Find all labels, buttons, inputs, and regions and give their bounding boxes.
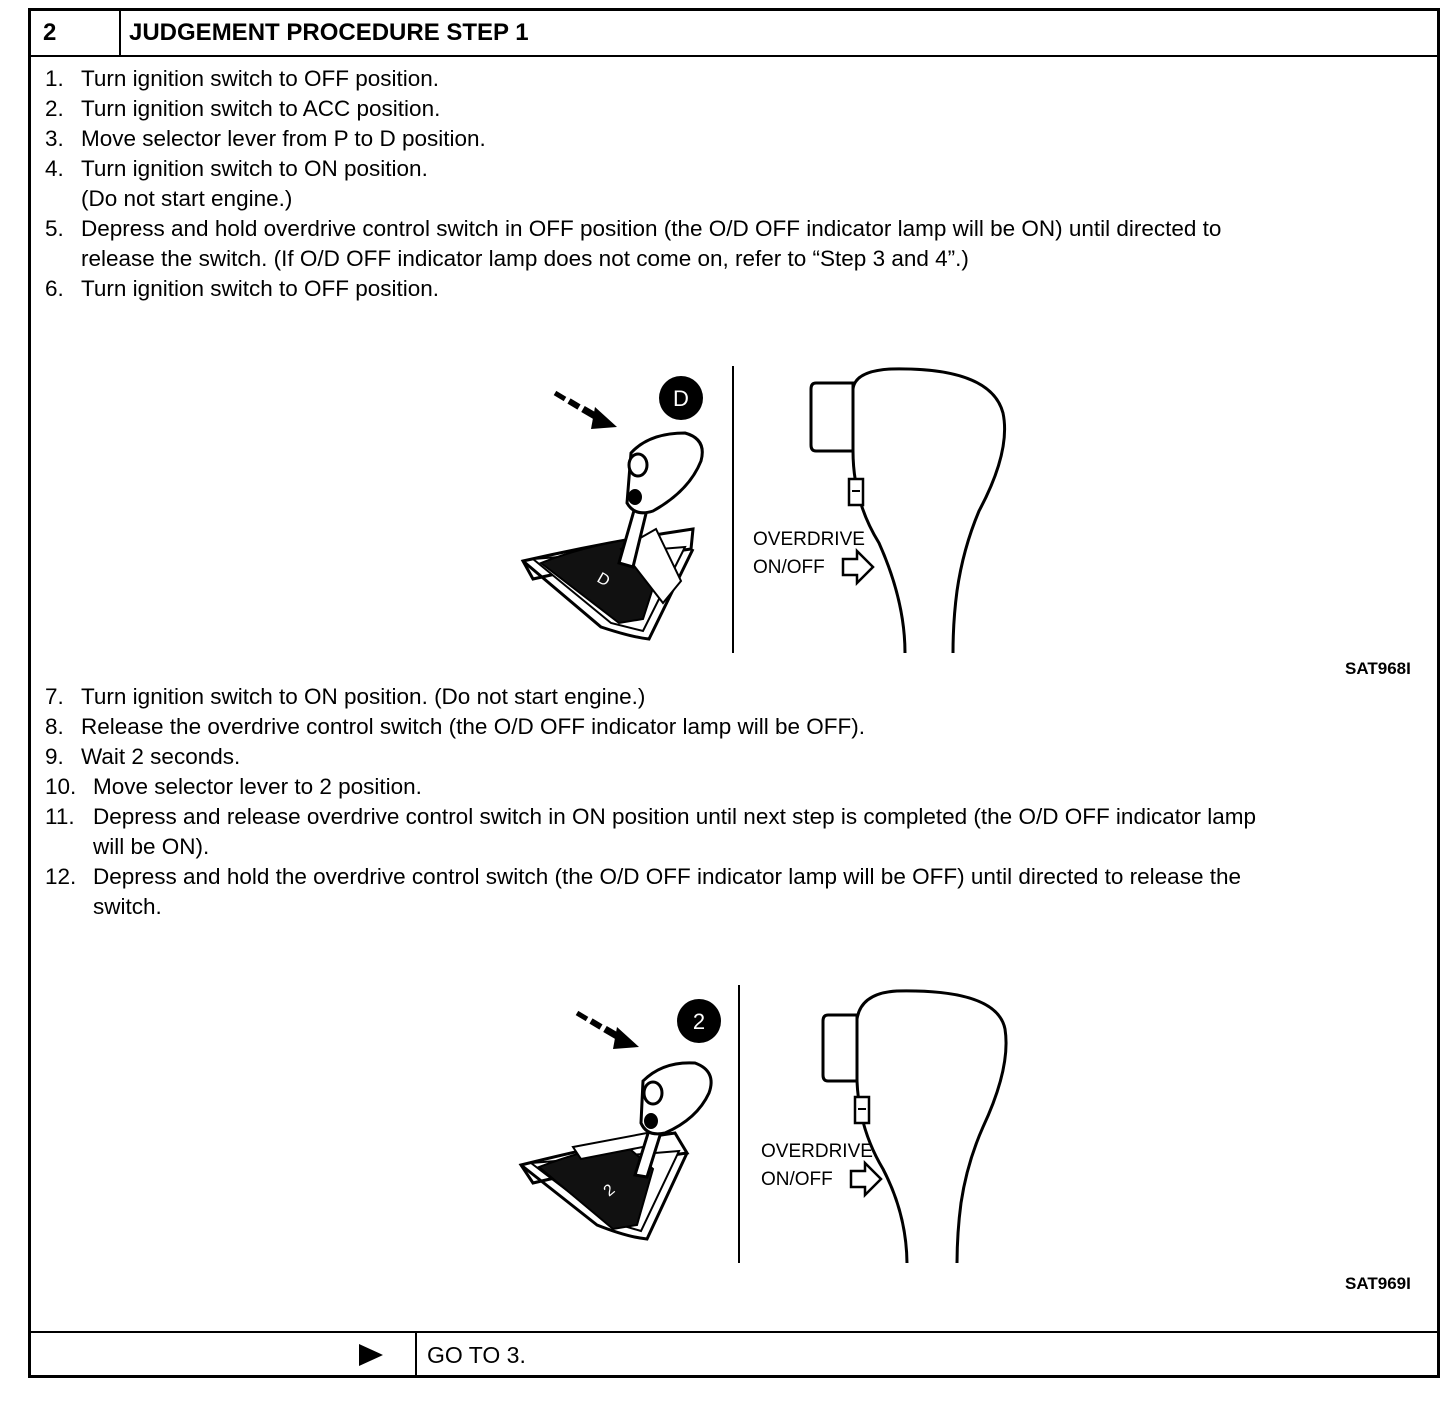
list-item: 9. Wait 2 seconds. bbox=[45, 742, 1425, 772]
step-text-continued: release the switch. (If O/D OFF indicato… bbox=[81, 246, 969, 271]
list-item: 10. Move selector lever to 2 position. bbox=[45, 772, 1425, 802]
push-arrow-icon bbox=[553, 390, 617, 429]
selector-lever-illustration-d: D D OVERDRIVE ON/OFF bbox=[520, 366, 1007, 654]
step-text-continued: will be ON). bbox=[93, 834, 210, 859]
list-item: 4. Turn ignition switch to ON position. … bbox=[45, 154, 1425, 214]
step-index: 8. bbox=[45, 714, 64, 739]
step-index: 9. bbox=[45, 744, 64, 769]
list-item: 2. Turn ignition switch to ACC position. bbox=[45, 94, 1425, 124]
step-index: 4. bbox=[45, 156, 64, 181]
step-index: 11. bbox=[45, 804, 75, 829]
steps-list-2: 7. Turn ignition switch to ON position. … bbox=[45, 682, 1425, 922]
step-text: Move selector lever from P to D position… bbox=[81, 126, 486, 151]
step-text: Release the overdrive control switch (th… bbox=[81, 714, 866, 739]
step-text: Depress and release overdrive control sw… bbox=[93, 804, 1257, 829]
position-circle-icon bbox=[677, 999, 721, 1043]
step-index: 1. bbox=[45, 66, 64, 91]
step-number: 2 bbox=[31, 11, 121, 55]
switch-label-line1: OVERDRIVE bbox=[761, 1141, 873, 1162]
arrow-right-icon bbox=[841, 547, 875, 587]
steps-list-1: 1. Turn ignition switch to OFF position.… bbox=[45, 64, 1425, 304]
procedure-title: JUDGEMENT PROCEDURE STEP 1 bbox=[129, 19, 529, 46]
switch-label-line2: ON/OFF bbox=[753, 557, 825, 578]
list-item: 6. Turn ignition switch to OFF position. bbox=[45, 274, 1425, 304]
list-item: 1. Turn ignition switch to OFF position. bbox=[45, 64, 1425, 94]
list-item: 5. Depress and hold overdrive control sw… bbox=[45, 214, 1425, 274]
next-step-link[interactable]: GO TO 3. bbox=[427, 1342, 526, 1368]
step-text: Turn ignition switch to OFF position. bbox=[81, 276, 440, 301]
step-text-continued: (Do not start engine.) bbox=[81, 186, 293, 211]
figure-code-1: SAT968I bbox=[1345, 659, 1411, 678]
step-index: 2. bbox=[45, 96, 64, 121]
position-circle-icon bbox=[659, 376, 703, 420]
step-text: Turn ignition switch to ON position. (Do… bbox=[81, 684, 646, 709]
circle-label: 2 bbox=[693, 1009, 705, 1034]
step-text: Wait 2 seconds. bbox=[81, 744, 241, 769]
procedure-footer: GO TO 3. bbox=[31, 1331, 1437, 1377]
circle-label: D bbox=[673, 386, 689, 411]
step-index: 5. bbox=[45, 216, 64, 241]
step-index: 3. bbox=[45, 126, 64, 151]
list-item: 3. Move selector lever from P to D posit… bbox=[45, 124, 1425, 154]
step-text-continued: switch. bbox=[93, 894, 162, 919]
step-text: Turn ignition switch to OFF position. bbox=[81, 66, 440, 91]
play-arrow-icon bbox=[359, 1344, 383, 1366]
step-index: 10. bbox=[45, 774, 77, 799]
step-text: Move selector lever to 2 position. bbox=[93, 774, 422, 799]
push-arrow-icon bbox=[575, 1010, 639, 1049]
list-item: 8. Release the overdrive control switch … bbox=[45, 712, 1425, 742]
procedure-box: 2 JUDGEMENT PROCEDURE STEP 1 1. Turn ign… bbox=[28, 8, 1440, 1378]
footer-arrow-cell bbox=[31, 1333, 417, 1377]
list-item: 12. Depress and hold the overdrive contr… bbox=[45, 862, 1425, 922]
step-text: Depress and hold the overdrive control s… bbox=[93, 864, 1241, 889]
switch-label-line2: ON/OFF bbox=[761, 1169, 833, 1190]
selector-lever-illustration-2: 2 2 OVERDRIVE ON/OFF bbox=[518, 985, 1008, 1263]
step-text: Turn ignition switch to ON position. bbox=[81, 156, 428, 181]
step-index: 12. bbox=[45, 864, 77, 889]
procedure-header: 2 JUDGEMENT PROCEDURE STEP 1 bbox=[31, 11, 1437, 57]
step-text: Depress and hold overdrive control switc… bbox=[81, 216, 1222, 241]
step-index: 7. bbox=[45, 684, 64, 709]
figure-code-2: SAT969I bbox=[1345, 1274, 1411, 1293]
list-item: 7. Turn ignition switch to ON position. … bbox=[45, 682, 1425, 712]
step-index: 6. bbox=[45, 276, 64, 301]
switch-label-line1: OVERDRIVE bbox=[753, 529, 865, 550]
list-item: 11. Depress and release overdrive contro… bbox=[45, 802, 1425, 862]
arrow-right-icon bbox=[849, 1159, 883, 1199]
step-text: Turn ignition switch to ACC position. bbox=[81, 96, 441, 121]
